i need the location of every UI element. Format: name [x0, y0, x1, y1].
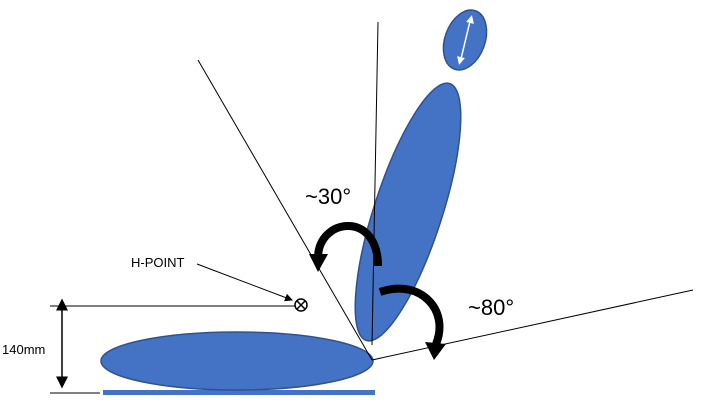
- vertical-reference-line: [371, 21, 379, 346]
- angle-30-label: ~30°: [305, 184, 351, 209]
- leg-angle-line: [371, 289, 694, 361]
- seat-cushion: [100, 331, 374, 391]
- crossed-circle-icon: [294, 298, 308, 312]
- angle-80-label: ~80°: [468, 295, 514, 320]
- back-angle-line: [197, 59, 373, 361]
- h-point-label: H-POINT: [131, 255, 185, 270]
- curved-arrow-icon: [378, 284, 446, 360]
- height-label: 140mm: [2, 342, 45, 357]
- curved-arrow-icon: [309, 222, 382, 272]
- double-headed-arrow-icon: [457, 15, 474, 65]
- floor-line: [103, 390, 375, 395]
- h-point-leader-line: [196, 263, 293, 302]
- backrest: [354, 82, 462, 342]
